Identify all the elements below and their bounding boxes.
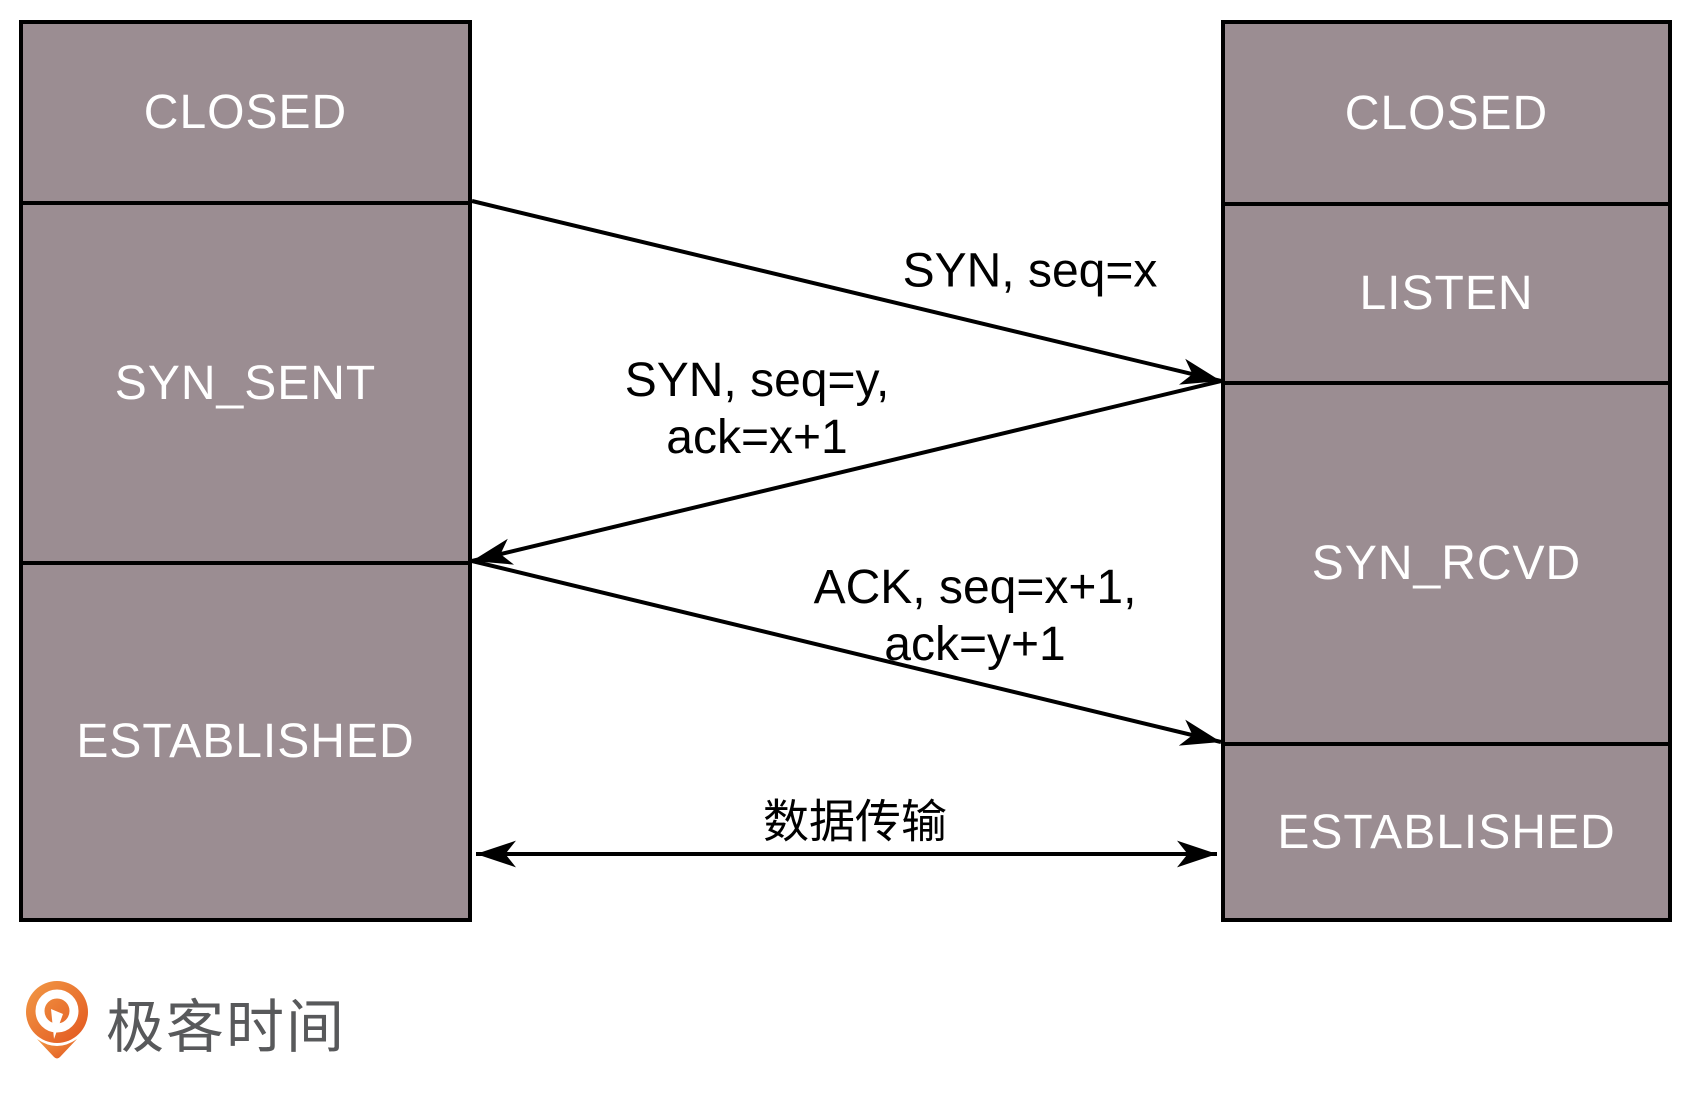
- state-box-client-established: ESTABLISHED: [23, 561, 468, 918]
- syn-ack-label-line1: SYN, seq=y,: [624, 354, 890, 407]
- state-box-client-closed: CLOSED: [23, 24, 468, 201]
- state-label-server-listen: LISTEN: [1359, 267, 1534, 320]
- server-state-column: CLOSED LISTEN SYN_RCVD ESTABLISHED: [1221, 20, 1672, 922]
- state-box-server-established: ESTABLISHED: [1225, 742, 1668, 918]
- state-box-server-listen: LISTEN: [1225, 202, 1668, 381]
- state-label-client-syn-sent: SYN_SENT: [114, 356, 377, 410]
- ack-label: ACK, seq=x+1, ack=y+1: [814, 559, 1137, 673]
- state-label-client-established: ESTABLISHED: [76, 715, 415, 768]
- data-transfer-label: 数据传输: [763, 795, 947, 848]
- state-label-server-closed: CLOSED: [1344, 86, 1549, 140]
- syn-ack-label: SYN, seq=y, ack=x+1: [625, 352, 890, 466]
- syn-label: SYN, seq=x: [902, 244, 1158, 298]
- state-box-server-syn-rcvd: SYN_RCVD: [1225, 381, 1668, 742]
- state-box-server-closed: CLOSED: [1225, 24, 1668, 202]
- ack-label-line2: ack=y+1: [884, 618, 1066, 671]
- state-label-server-established: ESTABLISHED: [1277, 805, 1616, 859]
- syn-ack-label-line2: ack=x+1: [666, 411, 848, 464]
- state-label-server-syn-rcvd: SYN_RCVD: [1311, 537, 1582, 590]
- ack-label-line1: ACK, seq=x+1,: [813, 561, 1137, 614]
- geektime-logo-text: 极客时间: [106, 995, 347, 1060]
- state-box-client-syn-sent: SYN_SENT: [23, 201, 468, 561]
- state-label-client-closed: CLOSED: [143, 86, 348, 139]
- brand-logo: 极客时间: [24, 980, 346, 1064]
- geektime-logo-icon: [26, 981, 88, 1059]
- client-state-column: CLOSED SYN_SENT ESTABLISHED: [19, 20, 472, 922]
